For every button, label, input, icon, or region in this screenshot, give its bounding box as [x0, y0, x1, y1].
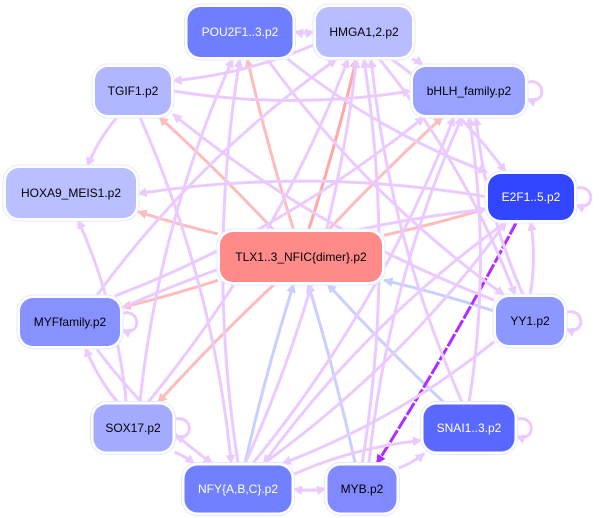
node-snai[interactable]: SNAI1..3.p2 [420, 401, 518, 455]
node-label: POU2F1..3.p2 [202, 25, 279, 39]
edge-MYF-to-HMGA1 [95, 57, 338, 297]
edge-E2F1-to-E2F1 [573, 186, 593, 213]
edge-TLX1-to-E2F1 [383, 206, 487, 237]
node-e2f1[interactable]: E2F1..5.p2 [484, 170, 578, 224]
node-label: E2F1..5.p2 [502, 190, 561, 204]
node-pou2f1[interactable]: POU2F1..3.p2 [184, 3, 296, 61]
edge-SOX17-to-MYF [84, 347, 119, 404]
edge-TLX1-to-HOXA9 [137, 209, 219, 236]
node-label: HOXA9_MEIS1.p2 [21, 186, 121, 200]
node-label: MYFfamily.p2 [34, 315, 107, 329]
node-label: TGIF1.p2 [108, 84, 159, 98]
edge-SOX17-to-SOX17 [171, 417, 191, 444]
node-hoxa9[interactable]: HOXA9_MEIS1.p2 [2, 164, 140, 222]
edge-HMGA1-to-YY1 [378, 58, 517, 296]
edge-NFY-to-bHLH [251, 116, 456, 465]
node-box [316, 7, 412, 57]
node-tlx1[interactable]: TLX1..3_NFIC{dimer}.p2 [216, 228, 386, 286]
edge-MYF-to-bHLH [114, 115, 426, 298]
edge-E2F1-to-NFY [262, 220, 507, 465]
node-label: MYB.p2 [341, 482, 384, 496]
edge-MYB-to-bHLH [367, 116, 464, 464]
edge-SOX17-to-POU2F1 [138, 58, 235, 403]
node-box [93, 404, 173, 452]
node-yy1[interactable]: YY1.p2 [492, 293, 568, 349]
node-box [488, 174, 574, 220]
edge-YY1-to-YY1 [563, 310, 583, 337]
edge-MYB-to-NFY [292, 485, 326, 496]
node-box [220, 232, 382, 282]
node-label: TLX1..3_NFIC{dimer}.p2 [235, 250, 367, 264]
node-box [327, 465, 397, 513]
node-myb[interactable]: MYB.p2 [324, 462, 400, 516]
edge-MYF-to-MYF [119, 311, 139, 338]
edge-HMGA1-to-TGIF1 [172, 43, 315, 85]
edge-YY1-to-NFY [281, 340, 495, 465]
edge-NFY-to-SNAI [292, 436, 423, 476]
node-label: YY1.p2 [510, 314, 550, 328]
node-box [413, 67, 525, 115]
node-hmga1[interactable]: HMGA1,2.p2 [312, 3, 416, 61]
edge-TGIF1-to-NFY [138, 116, 236, 465]
edge-YY1-to-E2F1 [527, 221, 537, 296]
edge-HMGA1-to-POU2F1 [293, 28, 315, 39]
edge-SOX17-to-NFY [173, 450, 196, 465]
node-box [184, 465, 292, 513]
node-label: NFY{A,B,C}.p2 [198, 482, 278, 496]
node-sox17[interactable]: SOX17.p2 [90, 401, 176, 455]
node-label: HMGA1,2.p2 [329, 25, 399, 39]
edge-YY1-to-TLX1 [383, 277, 495, 313]
node-box [423, 404, 515, 452]
edges-layer [76, 28, 593, 496]
node-label: bHLH_family.p2 [427, 84, 512, 98]
node-box [95, 67, 171, 115]
edge-NFY-to-E2F1 [262, 221, 508, 465]
edge-POU2F1-to-YY1 [265, 58, 505, 297]
edge-TLX1-to-HMGA1 [307, 58, 360, 231]
edge-bHLH-to-bHLH [524, 80, 544, 107]
node-label: SOX17.p2 [105, 421, 161, 435]
edge-TLX1-to-SOX17 [156, 282, 276, 404]
node-box [187, 7, 293, 57]
edge-TLX1-to-bHLH [327, 115, 444, 232]
node-label: SNAI1..3.p2 [437, 421, 502, 435]
edge-YY1-to-TGIF1 [172, 113, 495, 302]
edge-SNAI-to-SNAI [513, 417, 533, 444]
node-box [496, 297, 564, 345]
edge-HMGA1-to-bHLH [411, 55, 424, 67]
node-box [20, 298, 120, 346]
edge-TLX1-to-TGIF1 [158, 115, 275, 232]
edge-E2F1-to-MYB [375, 221, 518, 465]
edge-NFY-to-TLX1 [243, 283, 296, 464]
node-bhlh[interactable]: bHLH_family.p2 [409, 63, 529, 119]
edge-TGIF1-to-bHLH [172, 87, 412, 103]
edge-TLX1-to-POU2F1 [244, 58, 296, 231]
edge-MYB-to-SNAI [397, 452, 426, 470]
node-tgif1[interactable]: TGIF1.p2 [91, 63, 175, 119]
node-nfy[interactable]: NFY{A,B,C}.p2 [181, 462, 295, 516]
node-myf[interactable]: MYFfamily.p2 [16, 294, 124, 350]
edge-SNAI-to-bHLH [465, 116, 482, 403]
edge-MYB-to-TLX1 [306, 283, 357, 464]
node-box [6, 168, 136, 218]
edge-TGIF1-to-HOXA9 [86, 116, 119, 167]
